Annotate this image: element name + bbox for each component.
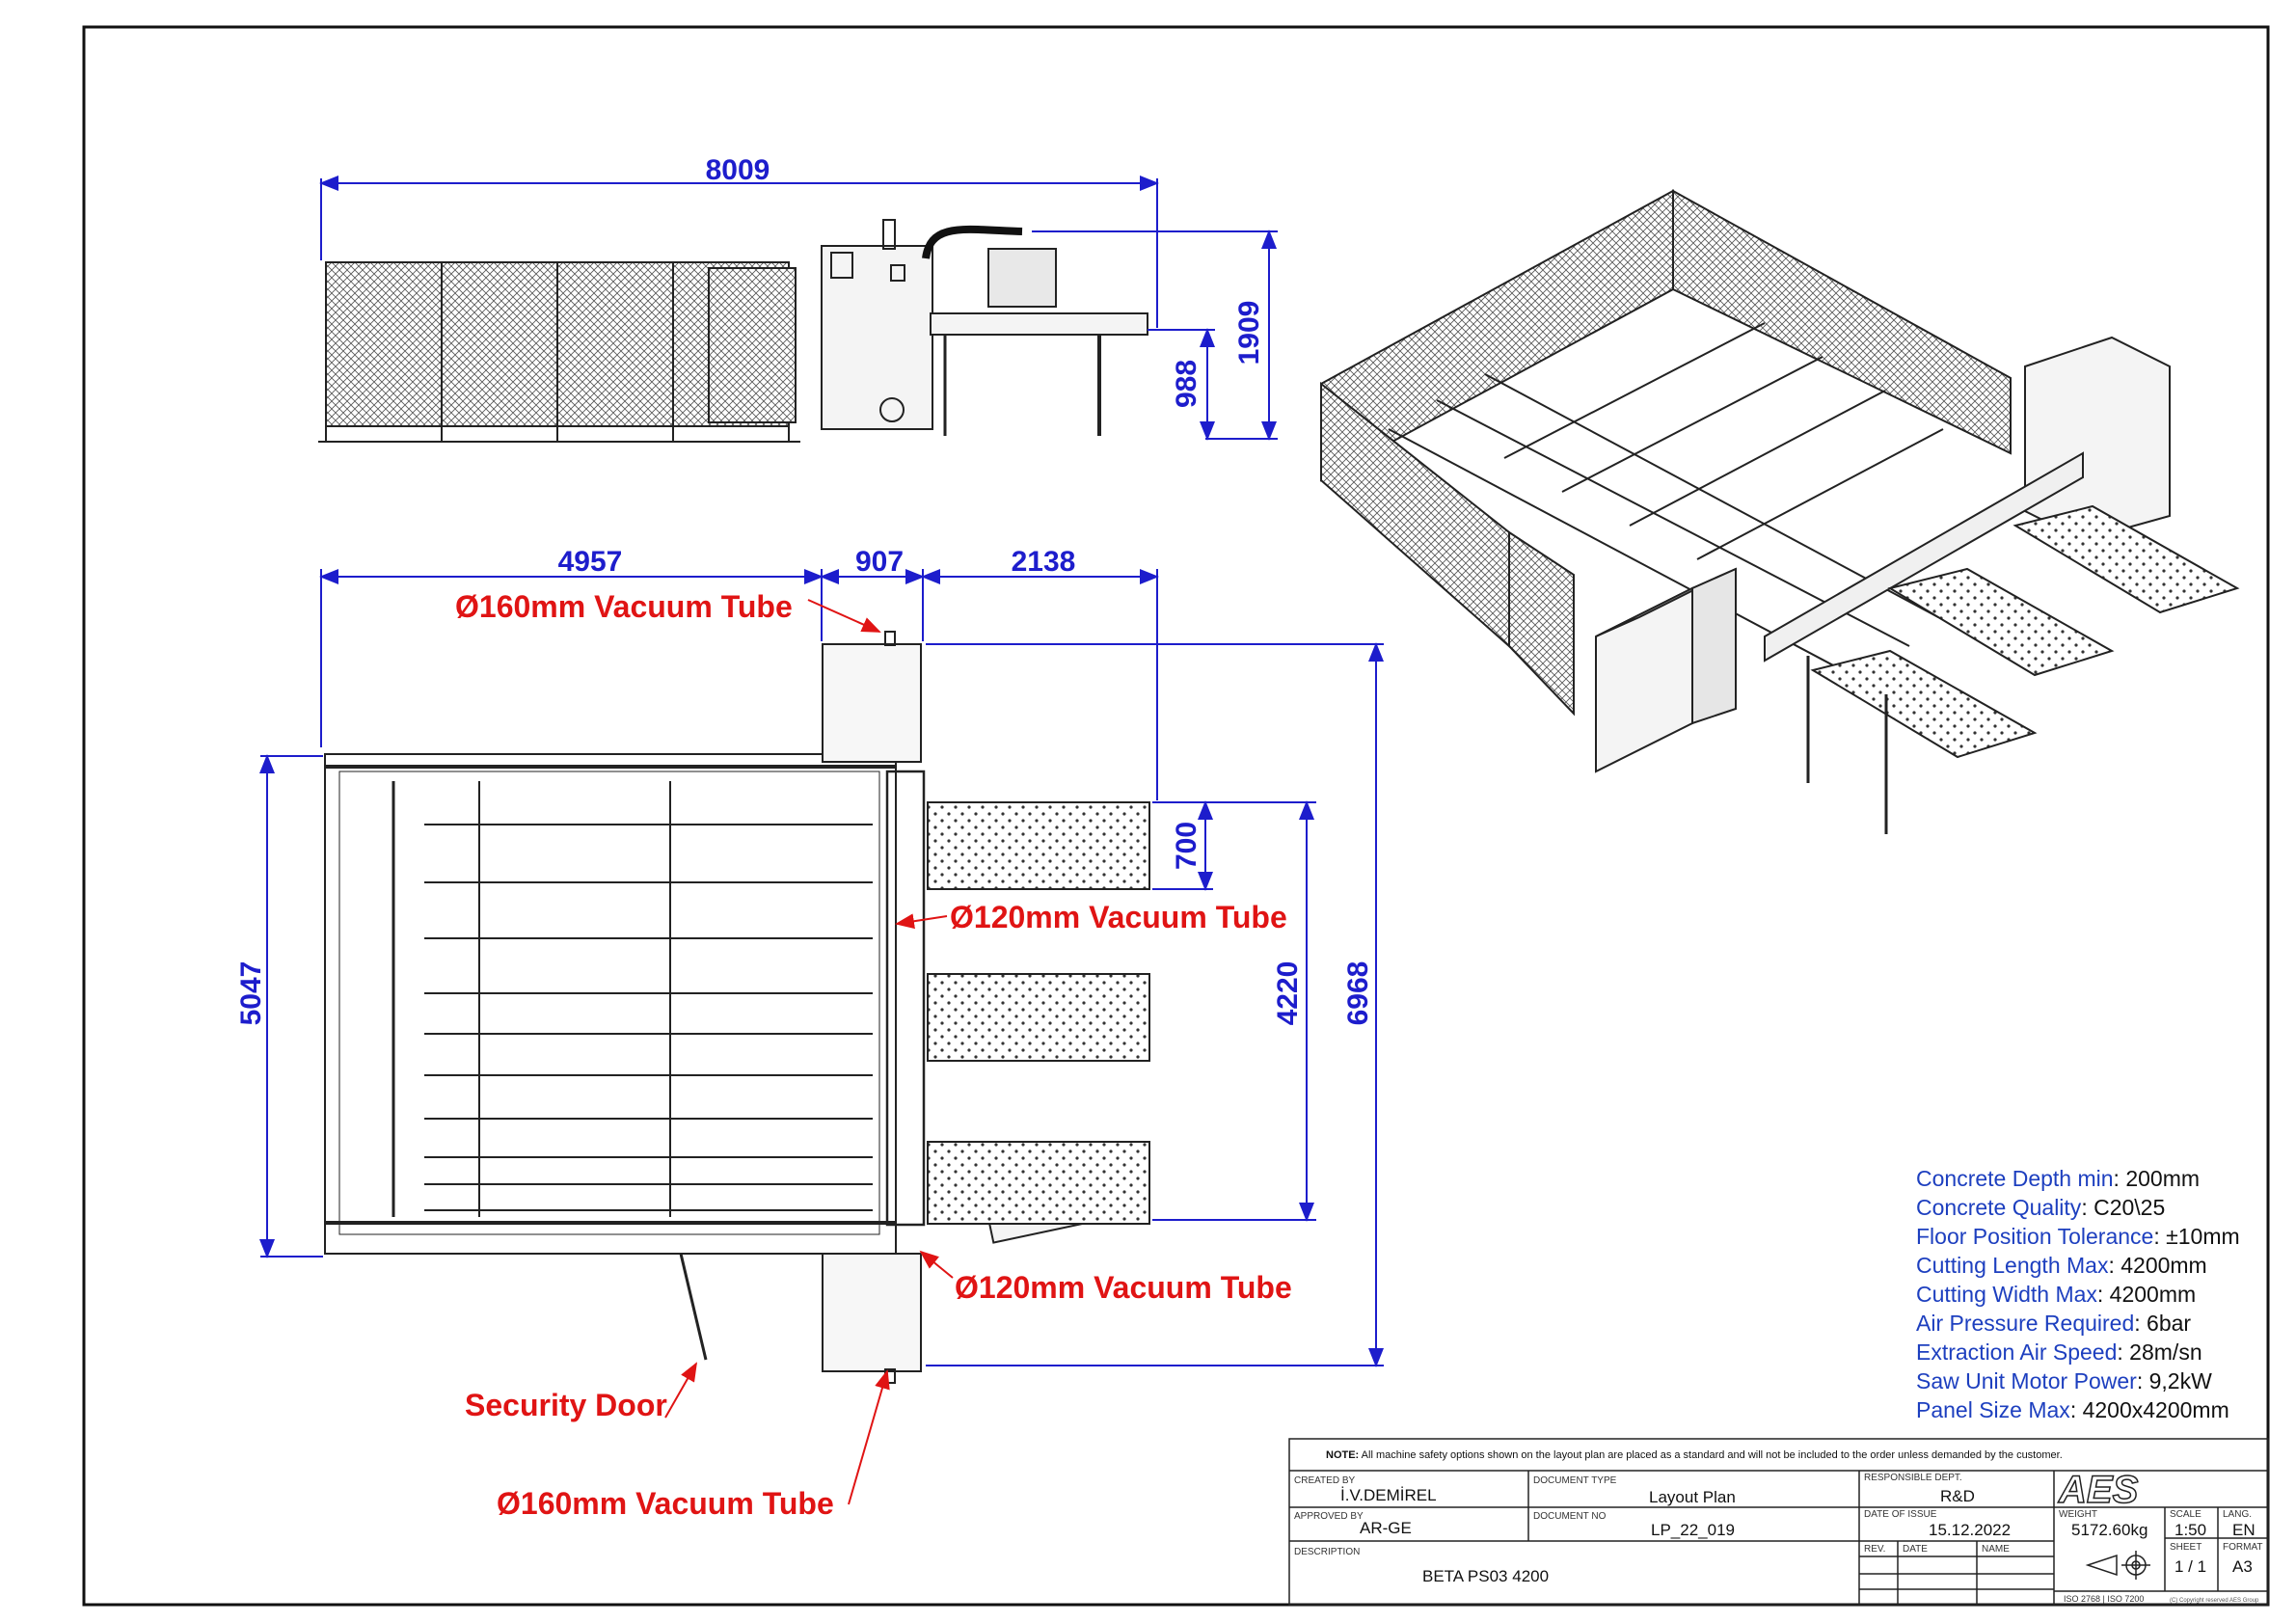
callout-vacuum-120-low: Ø120mm Vacuum Tube [955, 1270, 1292, 1305]
date-label: DATE [1903, 1544, 1928, 1555]
document-no-value: LP_22_019 [1651, 1521, 1735, 1539]
rev-label: REV. [1864, 1544, 1885, 1555]
sheet-label: SHEET [2170, 1542, 2201, 1553]
plan-support-tables [927, 801, 1150, 1225]
spec-line: Cutting Length Max: 4200mm [1916, 1253, 2207, 1278]
name-label: NAME [1982, 1544, 2010, 1555]
spec-list: Concrete Depth min: 200mm Concrete Quali… [1916, 1166, 2240, 1422]
weight-label: WEIGHT [2059, 1509, 2097, 1520]
description-value: BETA PS03 4200 [1422, 1567, 1549, 1585]
plan-view [324, 631, 1094, 1384]
document-type-label: DOCUMENT TYPE [1533, 1475, 1617, 1486]
approved-by-label: APPROVED BY [1294, 1511, 1364, 1522]
dim-plan-table-width: 700 [1171, 822, 1202, 870]
dim-plan-total-width: 6968 [1342, 961, 1374, 1026]
dim-plan-left-width: 5047 [235, 961, 267, 1026]
scale-value: 1:50 [2174, 1521, 2206, 1539]
spec-line: Cutting Width Max: 4200mm [1916, 1282, 2196, 1307]
iso-standards: ISO 2768 | ISO 7200 [2064, 1594, 2144, 1604]
weight-value: 5172.60kg [2071, 1521, 2147, 1539]
callout-vacuum-160-top: Ø160mm Vacuum Tube [455, 589, 793, 624]
spec-line: Concrete Quality: C20\25 [1916, 1195, 2165, 1220]
callout-leaders [664, 599, 954, 1505]
sheet-value: 1 / 1 [2174, 1557, 2206, 1576]
title-block: NOTE: All machine safety options shown o… [1288, 1438, 2269, 1606]
drawing-border [82, 25, 2270, 1607]
spec-line: Panel Size Max: 4200x4200mm [1916, 1397, 2229, 1422]
created-by-label: CREATED BY [1294, 1475, 1355, 1486]
callout-vacuum-120-mid: Ø120mm Vacuum Tube [950, 900, 1287, 934]
spec-line: Extraction Air Speed: 28m/sn [1916, 1339, 2202, 1365]
isometric-view [1320, 189, 2240, 834]
dim-plan-left-length: 4957 [558, 546, 623, 578]
dim-plan-cut-width: 4220 [1272, 961, 1304, 1026]
dim-side-total-height: 1909 [1233, 301, 1265, 365]
responsible-dept-value: R&D [1940, 1487, 1975, 1505]
description-label: DESCRIPTION [1294, 1547, 1360, 1557]
format-label: FORMAT [2223, 1542, 2262, 1553]
plan-dimension-lines [259, 569, 1384, 1367]
spec-line: Concrete Depth min: 200mm [1916, 1166, 2200, 1191]
lang-label: LANG. [2223, 1509, 2252, 1520]
document-type-value: Layout Plan [1649, 1488, 1736, 1506]
date-of-issue-label: DATE OF ISSUE [1864, 1509, 1937, 1520]
scale-label: SCALE [2170, 1509, 2201, 1520]
projection-symbol-icon [2085, 1551, 2150, 1580]
responsible-dept-label: RESPONSIBLE DEPT. [1864, 1473, 1962, 1483]
lang-value: EN [2232, 1521, 2255, 1539]
document-no-label: DOCUMENT NO [1533, 1511, 1607, 1522]
dim-plan-mid-length: 907 [855, 546, 904, 578]
format-value: A3 [2232, 1557, 2253, 1576]
created-by-value: İ.V.DEMİREL [1340, 1486, 1437, 1504]
side-dimension-lines [319, 176, 1278, 441]
spec-line: Air Pressure Required: 6bar [1916, 1311, 2191, 1336]
side-elevation-view [318, 219, 1148, 443]
approved-by-value: AR-GE [1360, 1519, 1412, 1537]
dim-plan-right-length: 2138 [1012, 546, 1076, 578]
title-block-note: NOTE: All machine safety options shown o… [1326, 1449, 2063, 1461]
dim-side-total-length: 8009 [706, 154, 770, 186]
spec-line: Floor Position Tolerance: ±10mm [1916, 1224, 2240, 1249]
aes-logo: AES [2058, 1469, 2139, 1511]
callout-vacuum-160-bottom: Ø160mm Vacuum Tube [497, 1486, 834, 1521]
copyright-text: (C) Copyright reserved AES Group [2170, 1598, 2259, 1604]
spec-line: Saw Unit Motor Power: 9,2kW [1916, 1368, 2212, 1393]
dim-side-table-height: 988 [1171, 360, 1202, 408]
date-of-issue-value: 15.12.2022 [1929, 1521, 2011, 1539]
callout-security-door: Security Door [465, 1388, 667, 1422]
